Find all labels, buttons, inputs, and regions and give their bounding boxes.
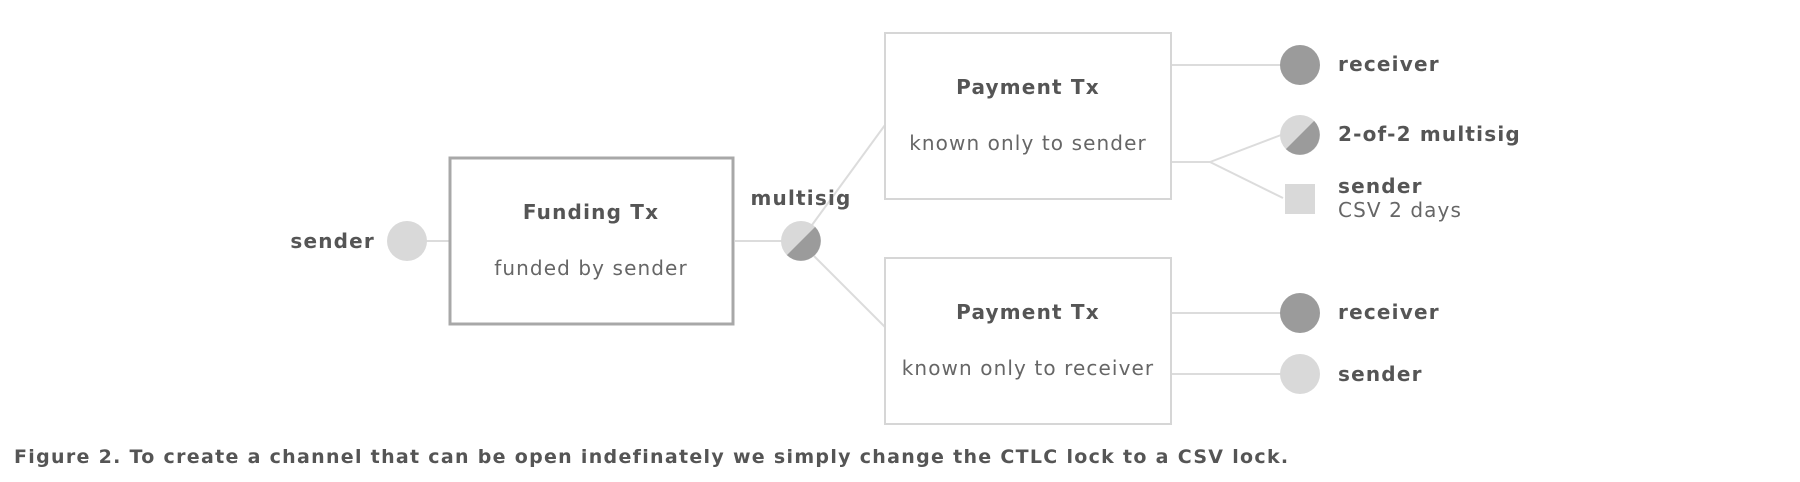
line-multisig-to-payment-sender xyxy=(811,124,886,226)
receiver-output-node-2 xyxy=(1280,293,1320,333)
sender-output-node-2 xyxy=(1280,354,1320,394)
sender-output-label-2: sender xyxy=(1338,362,1423,386)
receiver-output-label-2: receiver xyxy=(1338,300,1440,324)
receiver-output-label: receiver xyxy=(1338,52,1440,76)
payment-tx-receiver-title: Payment Tx xyxy=(956,300,1100,324)
payment-tx-sender-box xyxy=(884,32,1172,200)
payment-tx-sender-subtitle: known only to sender xyxy=(909,131,1147,155)
sender-input-node xyxy=(387,221,427,261)
receiver-output-node xyxy=(1280,45,1320,85)
channel-diagram: sender Funding Tx funded by sender multi… xyxy=(290,32,1521,425)
sender-input-label: sender xyxy=(290,229,375,253)
csv-sender-output-node xyxy=(1285,184,1315,214)
multisig-label: multisig xyxy=(750,186,851,210)
multisig-node xyxy=(781,221,821,261)
csv-sender-output-sublabel: CSV 2 days xyxy=(1338,198,1462,222)
connector-lines xyxy=(426,64,1284,375)
line-to-multisig-output xyxy=(1209,134,1282,163)
line-multisig-to-payment-receiver xyxy=(811,253,886,328)
payment-tx-receiver-subtitle: known only to receiver xyxy=(902,356,1155,380)
payment-tx-sender-title: Payment Tx xyxy=(956,75,1100,99)
payment-tx-receiver-box xyxy=(884,257,1172,425)
funding-tx-title: Funding Tx xyxy=(523,200,659,224)
multisig-output-label: 2-of-2 multisig xyxy=(1338,122,1521,146)
multisig-output-node xyxy=(1280,115,1320,155)
csv-sender-output-label: sender xyxy=(1338,174,1423,198)
funding-tx-box xyxy=(448,156,735,326)
funding-tx-subtitle: funded by sender xyxy=(494,256,688,280)
figure-caption: Figure 2. To create a channel that can b… xyxy=(14,446,1290,468)
line-to-csv-output xyxy=(1209,161,1284,199)
